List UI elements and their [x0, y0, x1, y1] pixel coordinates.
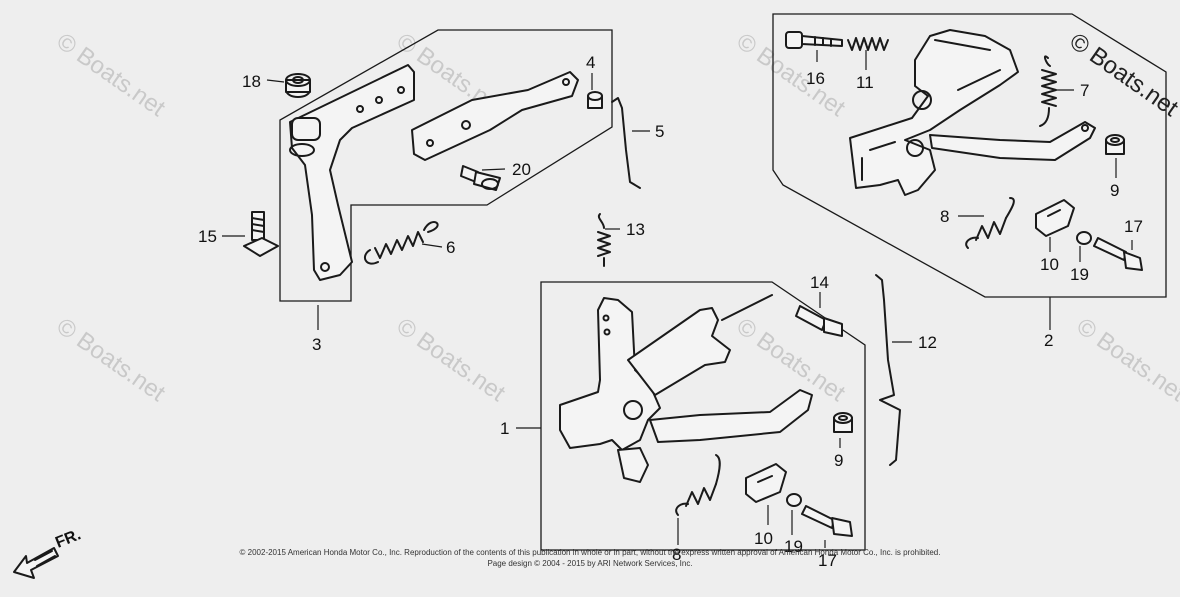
- bolt-17-upper: [1093, 237, 1143, 271]
- callout-14[interactable]: 14: [810, 273, 829, 292]
- callout-8-lower[interactable]: 8: [672, 545, 681, 564]
- copyright-line-2: Page design © 2004 - 2015 by ARI Network…: [487, 559, 693, 568]
- washer-19-upper: [1076, 231, 1092, 245]
- callout-7[interactable]: 7: [1080, 81, 1089, 100]
- clip-10-upper: [1035, 199, 1075, 237]
- watermark: © Boats.net: [1072, 313, 1180, 407]
- spring-8-lower: [675, 454, 721, 516]
- choke-rod-12: [875, 274, 901, 466]
- callout-10-lower[interactable]: 10: [754, 529, 773, 548]
- washer-19-lower: [786, 493, 802, 507]
- governor-arm-group: [243, 64, 641, 281]
- callout-10-upper[interactable]: 10: [1040, 255, 1059, 274]
- bracket-detail: [861, 39, 1001, 181]
- watermark: © Boats.net: [52, 28, 171, 122]
- front-arrow-icon: [13, 547, 59, 579]
- callout-11[interactable]: 11: [856, 73, 874, 92]
- governor-link-arm: [411, 71, 579, 161]
- control-base-bracket: [849, 29, 1019, 196]
- watermark: © Boats.net: [392, 313, 511, 407]
- spring-7: [1039, 55, 1057, 127]
- governor-arm-clamp-bore: [289, 143, 315, 157]
- leader-lines: [222, 50, 1133, 548]
- grommet-4: [587, 91, 603, 109]
- plate-hole: [375, 96, 383, 104]
- callout-12[interactable]: 12: [918, 333, 937, 352]
- callout-17-upper[interactable]: 17: [1124, 217, 1143, 236]
- plate-hole: [320, 262, 330, 272]
- bolt-16: [785, 31, 843, 49]
- spring-8-upper: [965, 197, 1015, 249]
- callout-16[interactable]: 16: [806, 69, 825, 88]
- bracket-hole: [912, 90, 932, 110]
- lever-arm-hole: [1081, 124, 1089, 132]
- flange-nut-18: [285, 73, 311, 98]
- copyright-line-1: © 2002-2015 American Honda Motor Co., In…: [239, 548, 941, 557]
- clip-10-lower: [745, 463, 787, 503]
- callout-8-upper[interactable]: 8: [940, 207, 949, 226]
- callout-4[interactable]: 4: [586, 53, 595, 72]
- plate-hole: [356, 105, 364, 113]
- frame-group-2: [772, 13, 1167, 298]
- watermark-corner: © Boats.net: [1065, 28, 1180, 122]
- callout-15[interactable]: 15: [198, 227, 217, 246]
- callout-19-upper[interactable]: 19: [1070, 265, 1089, 284]
- link-arm-hole: [562, 78, 570, 86]
- lower-control-arm-right: [649, 389, 813, 443]
- callout-6[interactable]: 6: [446, 238, 455, 257]
- spring-13: [597, 213, 611, 267]
- governor-arm-plate: [289, 64, 415, 281]
- bolt-20: [460, 165, 501, 191]
- callout-9-upper[interactable]: 9: [1110, 181, 1119, 200]
- callout-20[interactable]: 20: [512, 160, 531, 179]
- callout-numbers: 18 4 5 20 15 6 13 3 16 11 7 9 8 10 19 17…: [198, 53, 1143, 570]
- spring-11: [847, 37, 889, 51]
- plate-hole: [397, 86, 405, 94]
- lower-bracket-hole: [602, 314, 610, 322]
- callout-17-lower[interactable]: 17: [818, 551, 837, 570]
- bolt-15: [243, 211, 279, 257]
- governor-arm-clamp: [291, 117, 321, 141]
- lower-arm-link-leader: [721, 294, 773, 321]
- watermark: © Boats.net: [52, 313, 171, 407]
- control-base-group-2: [785, 29, 1143, 271]
- bracket-hole: [906, 139, 924, 157]
- grommet-9-upper: [1105, 134, 1125, 155]
- governor-spring-6: [363, 221, 439, 265]
- control-base-group-1: [559, 274, 901, 537]
- lower-bracket-hole: [603, 328, 611, 336]
- governor-rod-5: [611, 97, 641, 189]
- callout-5[interactable]: 5: [655, 122, 664, 141]
- frame-group-1: [540, 281, 866, 551]
- callout-18[interactable]: 18: [242, 72, 261, 91]
- lower-bracket-hook: [617, 447, 649, 483]
- grommet-9-lower: [833, 412, 853, 433]
- callout-9-lower[interactable]: 9: [834, 451, 843, 470]
- frame-group-3: [279, 29, 613, 302]
- link-arm-hole: [426, 139, 434, 147]
- bolt-17-lower: [801, 505, 853, 537]
- callout-13[interactable]: 13: [626, 220, 645, 239]
- callout-1[interactable]: 1: [500, 419, 509, 438]
- control-lever-arm: [929, 121, 1096, 161]
- callout-19-lower[interactable]: 19: [784, 537, 803, 556]
- lower-control-bracket: [559, 297, 661, 451]
- lower-bracket-hole: [623, 400, 643, 420]
- callout-2[interactable]: 2: [1044, 331, 1053, 350]
- lower-control-arm-upper: [627, 307, 731, 396]
- callout-3[interactable]: 3: [312, 335, 321, 354]
- bolt-14: [795, 305, 843, 337]
- link-arm-hole: [461, 120, 471, 130]
- group-frames: [279, 13, 1167, 551]
